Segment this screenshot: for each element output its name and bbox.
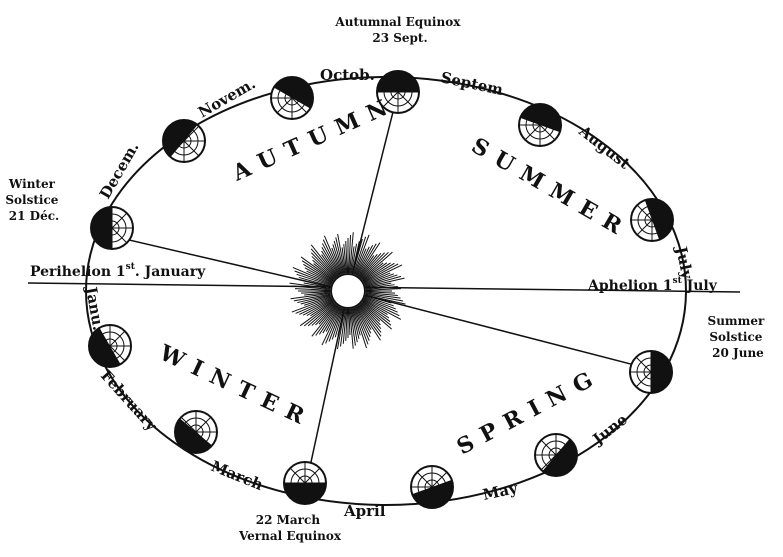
earth-may-icon — [535, 434, 586, 485]
solstice-line-summer — [348, 291, 654, 370]
earth-winter-solstice-icon — [91, 207, 133, 249]
aphelion-label: Aphelion 1st July — [587, 276, 718, 294]
month-april: April — [343, 502, 386, 520]
month-may: May — [481, 479, 520, 504]
sun-disc — [331, 274, 365, 308]
vernal-equinox-label: 22 March Vernal Equinox — [238, 513, 342, 543]
earth-july-icon — [631, 193, 679, 241]
earth-august-icon — [519, 98, 567, 146]
month-june: June — [588, 410, 631, 449]
month-november: Novem. — [195, 74, 259, 121]
month-march: March — [209, 457, 266, 494]
season-spring: SPRING — [453, 362, 606, 460]
perihelion-label: Perihelion 1st. January — [30, 262, 206, 280]
winter-solstice-label: Winter Solstice 21 Déc. — [5, 177, 62, 223]
autumnal-equinox-label: Autumnal Equinox 23 Sept. — [334, 15, 464, 45]
earth-january-icon — [81, 325, 131, 375]
month-january: Janu. — [82, 284, 108, 332]
earth-summer-solstice-icon — [630, 351, 672, 393]
earth-december-icon — [154, 111, 205, 162]
earth-november-icon — [271, 69, 321, 119]
month-august: August — [575, 121, 634, 172]
earth-april-icon — [411, 466, 459, 514]
season-autumn: AUTUMN — [228, 91, 401, 187]
month-october: Octob. — [320, 66, 375, 84]
month-september: Septem — [439, 68, 505, 99]
summer-solstice-label: Summer Solstice 20 June — [708, 314, 769, 360]
sun-icon — [290, 232, 406, 349]
month-february: February — [97, 367, 161, 436]
earth-vernal-equinox-icon — [284, 462, 326, 504]
